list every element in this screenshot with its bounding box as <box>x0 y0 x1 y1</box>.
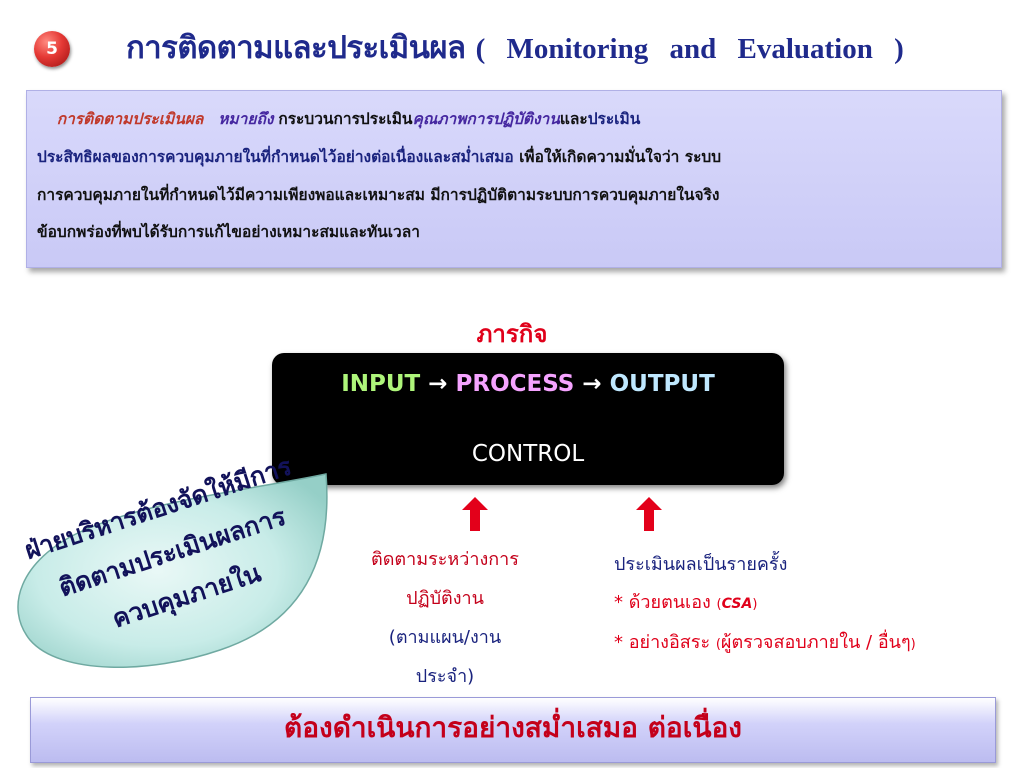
leaf-callout-shape <box>17 473 328 669</box>
slide-title: การติดตามและประเมินผล ( Monitoring and Ev… <box>126 22 1016 78</box>
definition-line-2: ประสิทธิผลของการควบคุมภายในที่กำหนดไว้อย… <box>37 138 987 176</box>
bottom-banner: ต้องดำเนินการอย่างสม่ำเสมอ ต่อเนื่อง <box>30 697 996 763</box>
definition-and-text: และ <box>559 109 588 128</box>
ongoing-monitoring-text: ติดตามระหว่างการ ปฏิบัติงาน (ตามแผน/งาน … <box>340 540 550 696</box>
csa-open-paren: ( <box>716 597 722 612</box>
detail-close-paren: ) <box>910 637 916 652</box>
process-flow-box: INPUT → PROCESS → OUTPUT CONTROL <box>272 353 784 485</box>
independent-detail-text: ผู้ตรวจสอบภายใน / อื่นๆ <box>720 632 911 653</box>
up-arrow-icon <box>636 497 662 531</box>
independent-text: * อย่างอิสระ <box>614 632 716 653</box>
definition-term: การติดตามประเมินผล <box>56 109 204 128</box>
definition-box: การติดตามประเมินผล หมายถึง กระบวนการประเ… <box>26 90 1002 268</box>
monitoring-line-2: ปฏิบัติงาน <box>406 588 484 609</box>
title-english: ( Monitoring and Evaluation ) <box>475 33 904 65</box>
evaluation-heading: ประเมินผลเป็นรายครั้ง <box>614 554 788 575</box>
flow-output: OUTPUT <box>609 371 715 397</box>
definition-process-text: กระบวนการประเมิน <box>278 109 413 128</box>
flow-input: INPUT <box>341 371 421 397</box>
slide-number-badge: 5 <box>34 31 70 67</box>
process-flow: INPUT → PROCESS → OUTPUT <box>272 371 784 397</box>
monitoring-line-1: ติดตามระหว่างการ <box>371 549 519 570</box>
title-thai: การติดตามและประเมินผล <box>126 30 466 66</box>
evaluation-item-self: * ด้วยตนเอง (CSA) <box>614 584 1014 624</box>
monitoring-line-3: (ตามแผน/งาน <box>388 627 502 648</box>
csa-text: CSA <box>721 596 753 612</box>
definition-line-4: ข้อบกพร่องที่พบได้รับการแก้ไขอย่างเหมาะส… <box>37 222 420 241</box>
mission-label: ภารกิจ <box>476 320 548 348</box>
flow-arrow-1: → <box>428 371 448 397</box>
flow-control: CONTROL <box>471 441 585 467</box>
detail-open-paren: ( <box>715 637 721 652</box>
flow-arrow-2: → <box>582 371 602 397</box>
self-assessment-text: * ด้วยตนเอง <box>614 592 717 613</box>
definition-line-3: การควบคุมภายในที่กำหนดไว้มีความเพียงพอแล… <box>37 185 720 204</box>
definition-means: หมายถึง <box>218 109 274 128</box>
definition-effectiveness-text: ประสิทธิผลของการควบคุมภายในที่กำหนดไว้อย… <box>37 147 514 166</box>
definition-eval-text: ประเมิน <box>587 109 641 128</box>
csa-close-paren: ) <box>752 597 758 612</box>
evaluation-item-independent: * อย่างอิสระ (ผู้ตรวจสอบภายใน / อื่นๆ) <box>614 624 1014 664</box>
up-arrow-icon <box>462 497 488 531</box>
separate-evaluation-text: ประเมินผลเป็นรายครั้ง * ด้วยตนเอง (CSA) … <box>614 546 1014 664</box>
definition-line-1: การติดตามประเมินผล หมายถึง กระบวนการประเ… <box>37 100 987 138</box>
flow-process: PROCESS <box>455 371 575 397</box>
monitoring-line-4: ประจำ) <box>415 666 475 687</box>
definition-confidence-text: เพื่อให้เกิดความมั่นใจว่า ระบบ <box>513 147 722 166</box>
definition-quality-text: คุณภาพการปฏิบัติงาน <box>412 109 560 128</box>
